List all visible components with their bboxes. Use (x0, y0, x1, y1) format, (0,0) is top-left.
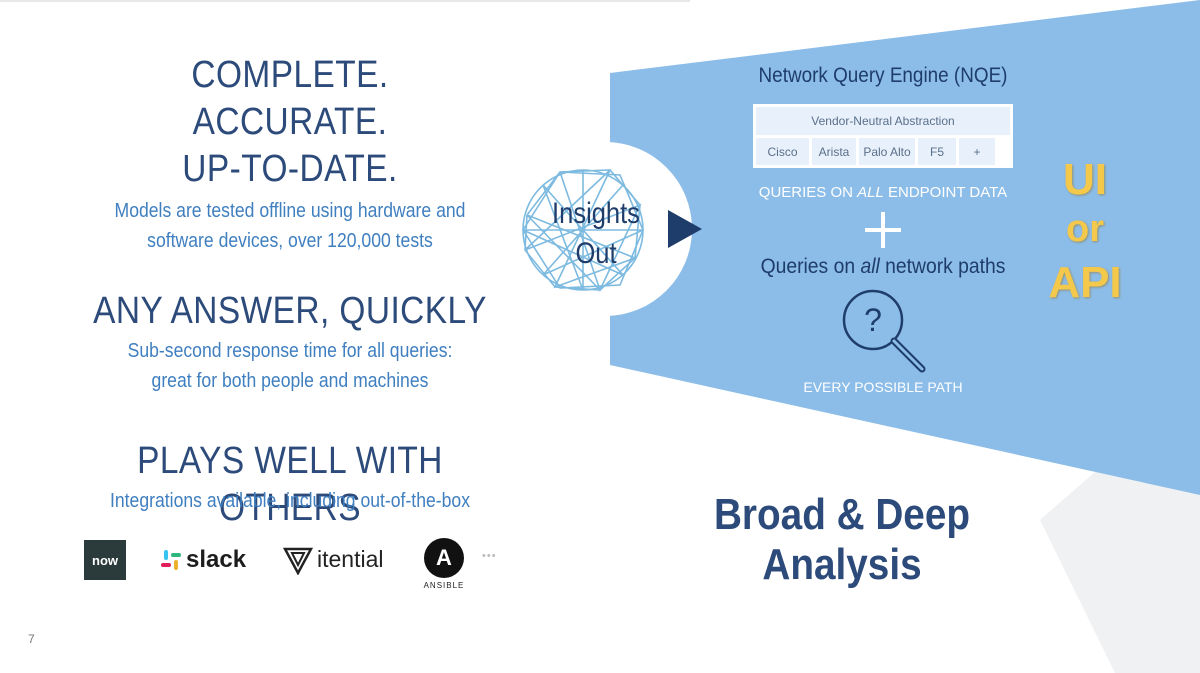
slack-hash-icon (161, 550, 181, 570)
now-logo-text: now (92, 552, 118, 568)
more-logos-icon: ••• (482, 550, 497, 562)
vendor-f5: F5 (918, 138, 956, 165)
servicenow-logo: now (84, 540, 126, 580)
or-label: or (1066, 208, 1104, 250)
plus-icon (865, 212, 901, 248)
slack-logo-text: slack (186, 546, 247, 573)
desc-response-line2: great for both people and machines (151, 370, 429, 392)
vendor-neutral-abstraction: Vendor-Neutral Abstraction (756, 107, 1010, 135)
abstraction-box: Vendor-Neutral Abstraction Cisco Arista … (753, 104, 1013, 168)
headline-up-to-date: UP-TO-DATE. (182, 148, 398, 190)
slack-logo: slack (160, 546, 246, 574)
queries-network-paths: Queries on all network paths (727, 255, 1040, 279)
api-label: API (1048, 258, 1122, 307)
queries-endpoint-emphasis: ALL (857, 184, 884, 201)
vendor-row: Cisco Arista Palo Alto F5 + (756, 138, 1010, 165)
vendor-cisco: Cisco (756, 138, 809, 165)
desc-testing-line2: software devices, over 120,000 tests (147, 230, 433, 252)
ui-label: UI (1063, 155, 1107, 204)
nqe-title: Network Query Engine (NQE) (758, 64, 1008, 87)
itential-logo: itential (283, 543, 383, 575)
desc-testing-line1: Models are tested offline using hardware… (114, 200, 466, 222)
insights-label-line2: Out (575, 237, 617, 270)
headline-plays-well: PLAYS WELL WITH OTHERS (137, 440, 443, 529)
question-mark: ? (864, 302, 882, 338)
queries-endpoint-pre: QUERIES ON (758, 184, 858, 201)
ansible-letter: A (436, 545, 452, 570)
desc-integrations: Integrations available, including out-of… (109, 490, 471, 512)
ansible-label: ANSIBLE (423, 581, 465, 590)
network-globe-icon (522, 169, 644, 293)
play-arrow-icon (668, 210, 702, 248)
itential-logo-text: itential (317, 545, 384, 572)
vendor-arista: Arista (812, 138, 856, 165)
headline-accurate: ACCURATE. (192, 101, 388, 143)
itential-mark-icon (283, 547, 313, 575)
ansible-badge (424, 538, 464, 578)
queries-paths-post: network paths (879, 255, 1006, 278)
queries-paths-emphasis: all (860, 255, 880, 278)
desc-response-line1: Sub-second response time for all queries… (127, 340, 453, 362)
magnifier-question-icon (842, 289, 926, 373)
vendor-more: + (959, 138, 995, 165)
vendor-palo-alto: Palo Alto (859, 138, 915, 165)
queries-paths-pre: Queries on (760, 255, 861, 278)
headline-any-answer: ANY ANSWER, QUICKLY (93, 290, 487, 332)
broad-deep-analysis-title: Broad & Deep Analysis (713, 490, 971, 589)
insights-label-line1: Insights (552, 197, 640, 230)
queries-endpoint-data: QUERIES ON ALL ENDPOINT DATA (733, 184, 1033, 201)
headline-complete: COMPLETE. (191, 54, 389, 96)
queries-endpoint-post: ENDPOINT DATA (883, 184, 1008, 201)
every-possible-path: EVERY POSSIBLE PATH (803, 379, 963, 395)
page-number: 7 (28, 632, 35, 646)
